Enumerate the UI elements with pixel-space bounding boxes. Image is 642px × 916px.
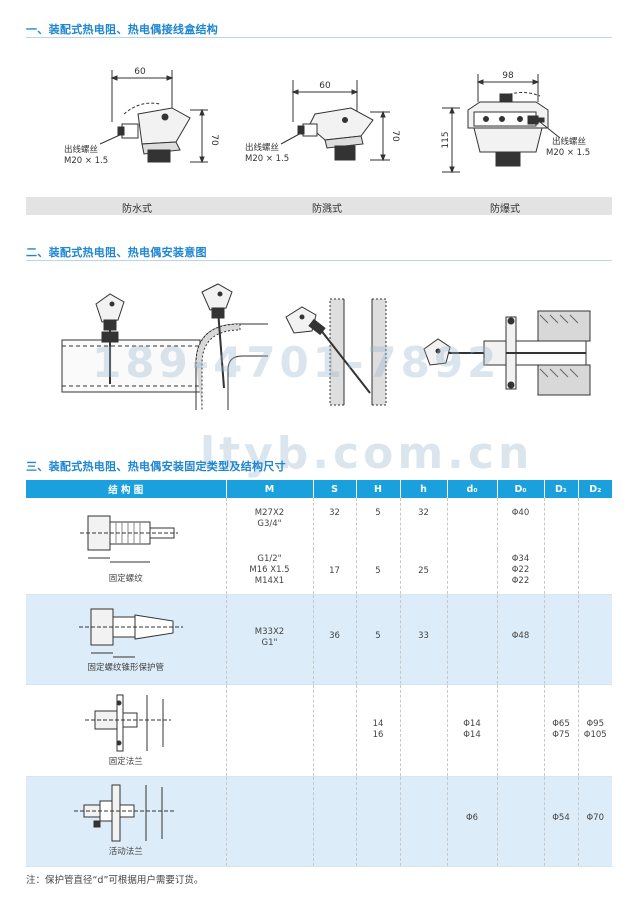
cell-m bbox=[226, 684, 314, 777]
cell-d2: Φ70 bbox=[578, 776, 612, 867]
table-row: G1/2" M16 X1.5 M14X1 17 5 25 Φ34 Φ22 Φ22 bbox=[26, 550, 612, 595]
cell-d1 bbox=[544, 550, 579, 595]
col-d0-lower: d₀ bbox=[447, 480, 498, 498]
spec-table: 结 构 图 M S H h d₀ D₀ D₁ D₂ bbox=[26, 480, 612, 867]
cell-h-lower: 25 bbox=[400, 550, 448, 595]
cell-s: 32 bbox=[313, 498, 357, 550]
cell-d1: Φ54 bbox=[544, 776, 579, 867]
cell-s: 36 bbox=[313, 594, 357, 685]
cell-m: G1/2" M16 X1.5 M14X1 bbox=[226, 550, 314, 595]
thread-size-a: M20 × 1.5 bbox=[64, 156, 108, 166]
cell-d0-upper: Φ40 bbox=[497, 498, 545, 550]
cell-h-upper bbox=[356, 776, 401, 867]
junction-box-explosionproof-drawing: 98 115 出线螺丝 M20 × 1.5 bbox=[441, 71, 590, 174]
table-row: 固定法兰 14 16 Φ14 Φ14 Φ65 Φ75 Φ95 Φ105 bbox=[26, 684, 612, 777]
cell-d1 bbox=[544, 594, 579, 685]
cell-h-lower: 32 bbox=[400, 498, 448, 550]
junction-box-splashproof-drawing: 60 70 出线螺丝 M20 × 1.5 bbox=[245, 80, 400, 164]
cell-m: M33X2 G1" bbox=[226, 594, 314, 685]
col-h-lower: h bbox=[400, 480, 448, 498]
install-horizontal-pipe-drawing bbox=[61, 293, 201, 393]
thread-label-c: 出线螺丝 bbox=[552, 136, 587, 147]
cell-d1 bbox=[544, 498, 579, 550]
table-row: 固定螺纹 M27X2 G3/4" 32 5 32 Φ40 bbox=[26, 498, 612, 595]
dim-width-a: 60 bbox=[134, 67, 146, 77]
caption-explosionproof: 防爆式 bbox=[490, 204, 520, 215]
col-h-upper: H bbox=[356, 480, 401, 498]
dim-width-b: 60 bbox=[319, 81, 331, 91]
thread-label-a: 出线螺丝 bbox=[64, 144, 99, 155]
table-row: 固定螺纹锥形保护管 M33X2 G1" 36 5 33 Φ48 bbox=[26, 594, 612, 685]
structure-movable-flange: 活动法兰 bbox=[26, 776, 227, 867]
cell-h-upper: 5 bbox=[356, 550, 401, 595]
cell-d0-lower bbox=[447, 594, 498, 685]
cell-d0-lower: Φ14 Φ14 bbox=[447, 684, 498, 777]
col-d2: D₂ bbox=[578, 480, 612, 498]
cell-m: M27X2 G3/4" bbox=[226, 498, 314, 550]
install-flange-wall-drawing bbox=[423, 310, 591, 396]
cell-d0-lower bbox=[447, 498, 498, 550]
structure-label-fixed-flange: 固定法兰 bbox=[108, 756, 143, 767]
thread-size-c: M20 × 1.5 bbox=[546, 148, 590, 158]
cell-h-upper: 14 16 bbox=[356, 684, 401, 777]
cell-h-upper: 5 bbox=[356, 594, 401, 685]
cell-d0-upper: Φ48 bbox=[497, 594, 545, 685]
cell-s: 17 bbox=[313, 550, 357, 595]
cell-d0-lower bbox=[447, 550, 498, 595]
cell-h-upper: 5 bbox=[356, 498, 401, 550]
movable-flange-drawing bbox=[73, 784, 176, 841]
cell-s bbox=[313, 684, 357, 777]
fixed-thread-drawing bbox=[79, 515, 178, 563]
section-2-rule bbox=[26, 260, 612, 261]
dim-width-c: 98 bbox=[502, 71, 514, 81]
dim-height-a: 70 bbox=[209, 134, 219, 146]
dim-height-b: 70 bbox=[390, 130, 400, 142]
cell-d2 bbox=[578, 550, 612, 595]
structure-label-fixed-thread: 固定螺纹 bbox=[108, 574, 143, 584]
cell-d0-upper bbox=[497, 684, 545, 777]
structure-fixed-flange: 固定法兰 bbox=[26, 684, 227, 777]
junction-box-waterproof-drawing: 60 70 出线螺丝 M20 × 1.5 bbox=[64, 67, 219, 166]
col-d0-upper: D₀ bbox=[497, 480, 545, 498]
section-2-title: 二、装配式热电阻、热电偶安装意图 bbox=[26, 246, 207, 259]
install-vertical-pipe-drawing bbox=[285, 298, 387, 406]
section-3-title: 三、装配式热电阻、热电偶安装固定类型及结构尺寸 bbox=[26, 460, 286, 473]
cell-d2 bbox=[578, 594, 612, 685]
section-1-rule bbox=[26, 37, 612, 38]
cell-m bbox=[226, 776, 314, 867]
cell-d0-upper bbox=[497, 776, 545, 867]
caption-splashproof: 防溅式 bbox=[312, 204, 342, 215]
thread-label-b: 出线螺丝 bbox=[245, 142, 280, 153]
cell-d0-upper: Φ34 Φ22 Φ22 bbox=[497, 550, 545, 595]
cell-d0-lower: Φ6 bbox=[447, 776, 498, 867]
cell-d1: Φ65 Φ75 bbox=[544, 684, 579, 777]
structure-fixed-thread-taper: 固定螺纹锥形保护管 bbox=[26, 594, 227, 685]
fixed-thread-taper-drawing bbox=[78, 608, 183, 657]
section-1-title: 一、装配式热电阻、热电偶接线盒结构 bbox=[26, 23, 219, 36]
structure-label-fixed-thread-taper: 固定螺纹锥形保护管 bbox=[87, 662, 164, 673]
caption-bar bbox=[26, 197, 612, 215]
caption-waterproof: 防水式 bbox=[122, 204, 152, 215]
col-d1: D₁ bbox=[544, 480, 579, 498]
cell-s bbox=[313, 776, 357, 867]
footnote: 注：保护管直径“d”可根据用户需要订货。 bbox=[26, 875, 204, 886]
col-s: S bbox=[313, 480, 357, 498]
install-elbow-pipe-drawing bbox=[195, 283, 268, 410]
table-row: 活动法兰 Φ6 Φ54 Φ70 bbox=[26, 776, 612, 867]
fixed-flange-drawing bbox=[84, 694, 171, 751]
cell-h-lower bbox=[400, 684, 448, 777]
cell-h-lower bbox=[400, 776, 448, 867]
table-header-row: 结 构 图 M S H h d₀ D₀ D₁ D₂ bbox=[26, 480, 612, 498]
cell-d2 bbox=[578, 498, 612, 550]
thread-size-b: M20 × 1.5 bbox=[245, 154, 289, 164]
cell-d2: Φ95 Φ105 bbox=[578, 684, 612, 777]
dim-height-c: 115 bbox=[441, 131, 451, 148]
structure-label-movable-flange: 活动法兰 bbox=[108, 846, 143, 857]
structure-fixed-thread: 固定螺纹 bbox=[26, 498, 227, 595]
col-structure: 结 构 图 bbox=[26, 480, 227, 498]
col-m: M bbox=[226, 480, 314, 498]
cell-h-lower: 33 bbox=[400, 594, 448, 685]
